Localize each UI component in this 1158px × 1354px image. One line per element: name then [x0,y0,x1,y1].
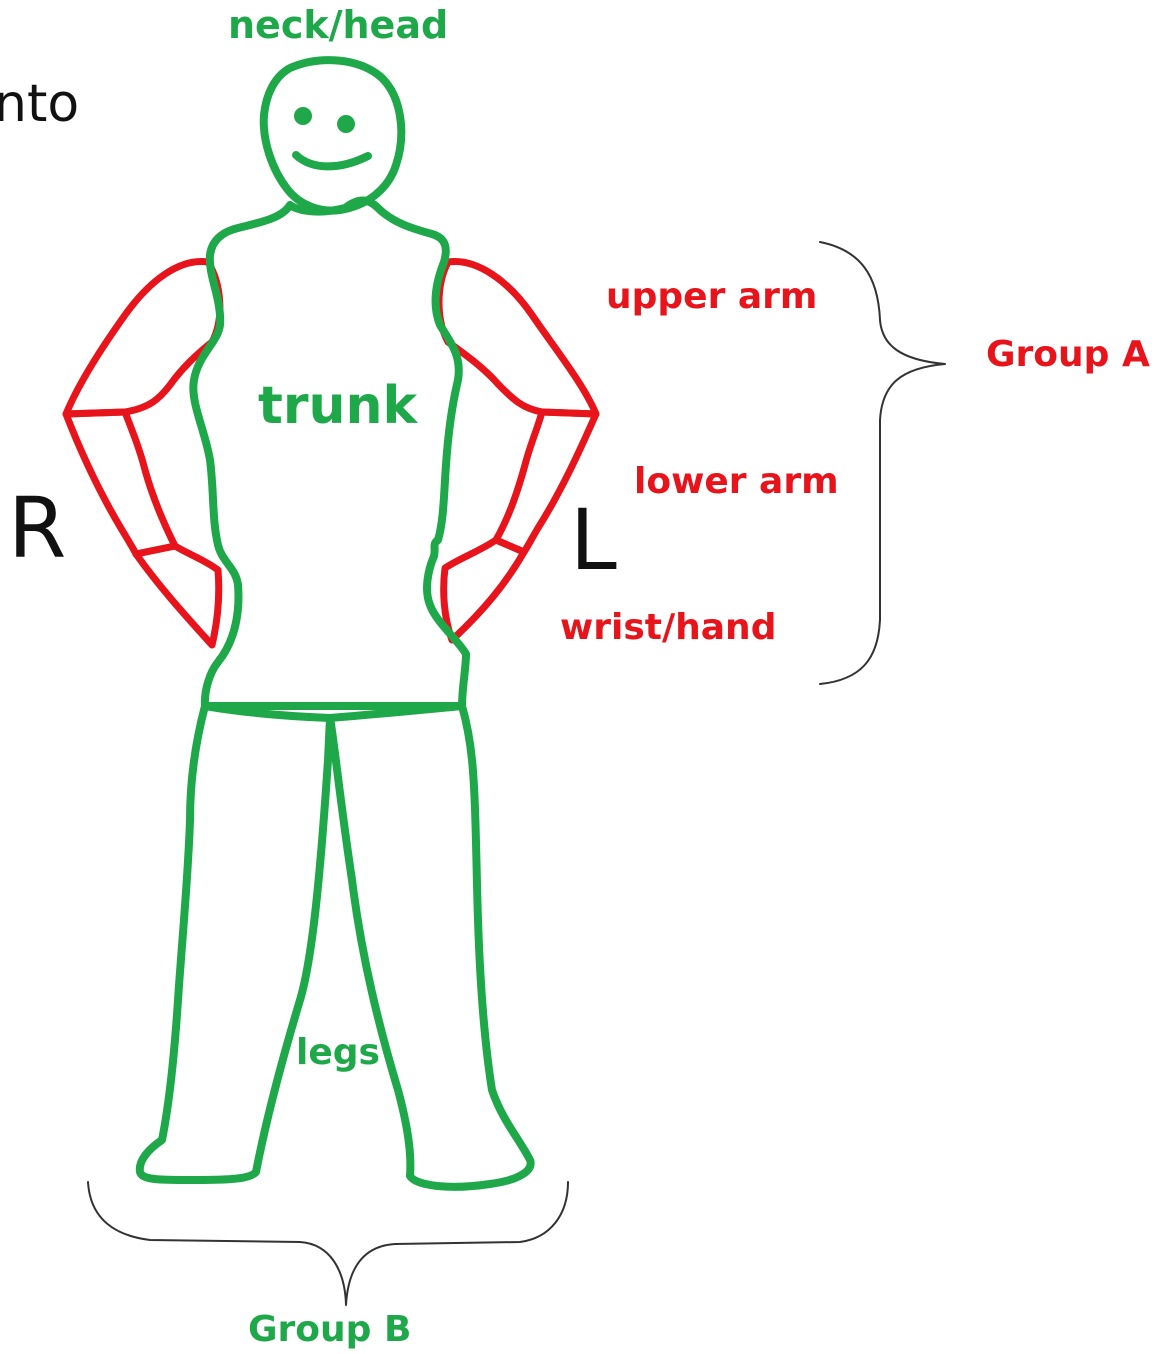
right-lower-arm-outline [66,412,175,554]
group-b-brace [88,1182,568,1305]
lower-arm-label: lower arm [634,464,839,500]
smile [296,155,368,166]
left-upper-arm-outline [439,262,596,414]
left-side-label: L [570,498,617,582]
neck-head-label: neck/head [228,6,448,44]
legs-outline [140,706,531,1187]
right-eye [341,119,351,129]
head-outline [264,60,402,210]
trunk-label: trunk [258,380,417,432]
arms-group-a [66,262,596,645]
trunk-outline [193,201,466,707]
wrist-hand-label: wrist/hand [560,610,776,646]
left-wrist-hand-outline [444,540,524,640]
right-wrist-hand-outline [136,546,219,645]
group-a-label: Group A [986,337,1150,373]
group-a-brace [820,242,945,684]
group-b-label: Group B [248,1312,411,1348]
left-eye [298,111,308,121]
legs-label: legs [296,1035,380,1071]
right-side-label: R [8,486,66,570]
partial-text-fragment: nto [0,78,79,130]
upper-arm-label: upper arm [606,279,817,315]
